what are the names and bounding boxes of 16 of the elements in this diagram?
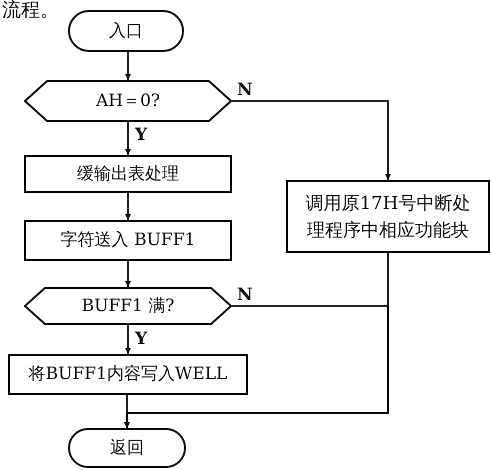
- process-box: 字符送入 BUFF1: [24, 220, 232, 261]
- process-box: 将BUFF1内容写入WELL: [8, 354, 248, 395]
- terminal-box: 入口: [68, 10, 184, 52]
- arrow: [232, 100, 391, 180]
- arrow: [125, 122, 131, 155]
- decision-hexagon: BUFF1 满?: [24, 287, 232, 325]
- arrow: [125, 261, 131, 287]
- text-fragment: 流程。: [2, 0, 59, 22]
- terminal-box: 返回: [68, 428, 186, 468]
- decision-hexagon: AH＝0?: [24, 80, 232, 122]
- arrow: [124, 253, 389, 428]
- arrow: [125, 52, 131, 80]
- arrow: [125, 325, 131, 354]
- process-box: 缓输出表处理: [24, 155, 232, 193]
- arrow: [125, 193, 131, 220]
- process-box: 调用原17H号中断处理程序中相应功能块: [286, 180, 490, 253]
